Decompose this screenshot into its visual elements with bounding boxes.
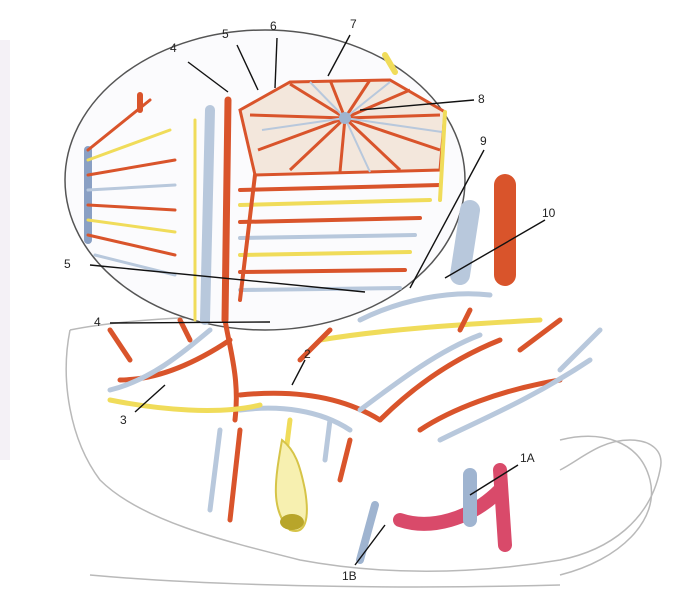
label-6: 6: [270, 19, 277, 33]
magnified-lobule-circle: [65, 30, 465, 330]
label-4a: 4: [170, 41, 177, 55]
label-3: 3: [120, 413, 127, 427]
label-8: 8: [478, 92, 485, 106]
label-1a: 1A: [520, 451, 535, 465]
label-5b: 5: [64, 257, 71, 271]
label-9: 9: [480, 134, 487, 148]
label-4b: 4: [94, 315, 101, 329]
hepatic-lobule: [240, 80, 445, 175]
label-2: 2: [304, 347, 311, 361]
label-7: 7: [350, 17, 357, 31]
label-10: 10: [542, 206, 556, 220]
label-1b: 1B: [342, 569, 357, 583]
label-5a: 5: [222, 27, 229, 41]
